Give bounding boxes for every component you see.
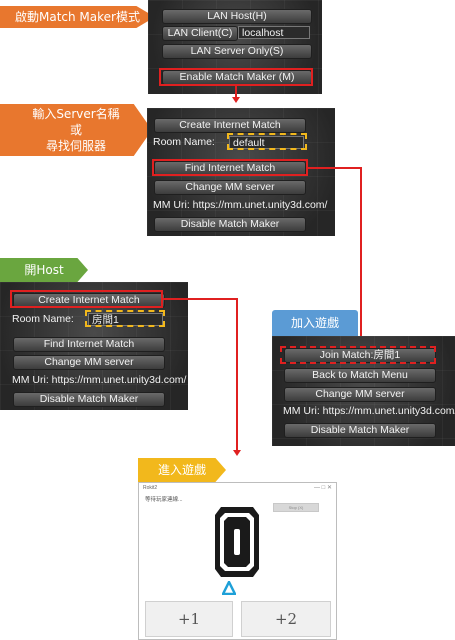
flow-connector (360, 167, 362, 345)
label-enter-server-line1: 輸入Server名稱 (32, 107, 120, 121)
mm-uri-text: MM Uri: https://mm.unet.unity3d.com/ (12, 374, 187, 386)
flow-connector (163, 298, 238, 300)
lan-client-address-field[interactable]: localhost (238, 26, 310, 39)
lan-host-button[interactable]: LAN Host(H) (162, 9, 312, 24)
plus-one-button[interactable]: +1 (145, 601, 233, 637)
lan-client-button[interactable]: LAN Client(C) (162, 26, 238, 41)
network-manager-panel-2: Create Internet Match Room Name: default… (147, 108, 335, 236)
plus-two-button[interactable]: +2 (241, 601, 331, 637)
label-join-game: 加入遊戲 (272, 310, 358, 336)
room-name-label: Room Name: (12, 313, 74, 325)
highlight-room-name-host (85, 310, 165, 327)
flow-arrow-line (235, 86, 237, 98)
disable-match-maker-button[interactable]: Disable Match Maker (284, 423, 436, 438)
label-open-host: 開Host (0, 258, 88, 282)
score-digit-icon (215, 507, 259, 577)
highlight-create-internet-match (10, 290, 163, 308)
flow-connector (236, 298, 238, 451)
lan-server-only-button[interactable]: LAN Server Only(S) (162, 44, 312, 59)
find-internet-match-button[interactable]: Find Internet Match (13, 337, 165, 352)
back-to-match-menu-button[interactable]: Back to Match Menu (284, 368, 436, 383)
highlight-find-internet-match (152, 159, 308, 176)
room-name-label: Room Name: (153, 136, 215, 148)
change-mm-server-button[interactable]: Change MM server (154, 180, 306, 195)
label-enter-game-text: 進入遊戲 (157, 463, 206, 477)
window-title: Rokit2 (143, 485, 158, 491)
label-join-game-text: 加入遊戲 (290, 316, 339, 330)
window-controls[interactable]: — □ ✕ (314, 485, 332, 491)
label-enter-server: 輸入Server名稱 或 尋找伺服器 (0, 104, 152, 156)
player-triangle-icon (222, 581, 236, 595)
disable-match-maker-button[interactable]: Disable Match Maker (13, 392, 165, 407)
change-mm-server-button[interactable]: Change MM server (284, 387, 436, 402)
game-window: Rokit2 — □ ✕ 等待玩家連線... Stop (X) 0 +1 +2 (138, 482, 337, 640)
network-manager-panel-4: Join Match:房間1 Back to Match Menu Change… (272, 336, 455, 446)
create-internet-match-button[interactable]: Create Internet Match (154, 118, 306, 133)
highlight-join-match (280, 346, 436, 364)
find-internet-match-button[interactable]: Find Internet Match (154, 161, 306, 176)
flow-arrow-head (232, 97, 240, 103)
label-enter-game: 進入遊戲 (138, 458, 226, 482)
disable-match-maker-button[interactable]: Disable Match Maker (154, 217, 306, 232)
mm-uri-text: MM Uri: https://mm.unet.unity3d.com/ (283, 405, 455, 417)
label-open-host-text: 開Host (24, 263, 64, 277)
highlight-room-name (227, 133, 307, 150)
label-enter-server-line2: 或 (69, 123, 82, 137)
mm-uri-text: MM Uri: https://mm.unet.unity3d.com/ (153, 199, 328, 211)
flow-arrow-head (233, 450, 241, 456)
change-mm-server-button[interactable]: Change MM server (13, 355, 165, 370)
label-start-match-maker: 啟動Match Maker模式 (0, 6, 155, 28)
flow-connector (308, 167, 362, 169)
stop-button[interactable]: Stop (X) (273, 503, 319, 512)
network-manager-panel-3: Create Internet Match Room Name: 房間1 Fin… (0, 282, 188, 410)
score-display: 0 (215, 507, 259, 577)
highlight-enable-match-maker (159, 68, 313, 86)
label-enter-server-line3: 尋找伺服器 (45, 139, 106, 153)
label-start-match-maker-text: 啟動Match Maker模式 (15, 10, 140, 24)
status-text: 等待玩家連線... (145, 497, 183, 503)
